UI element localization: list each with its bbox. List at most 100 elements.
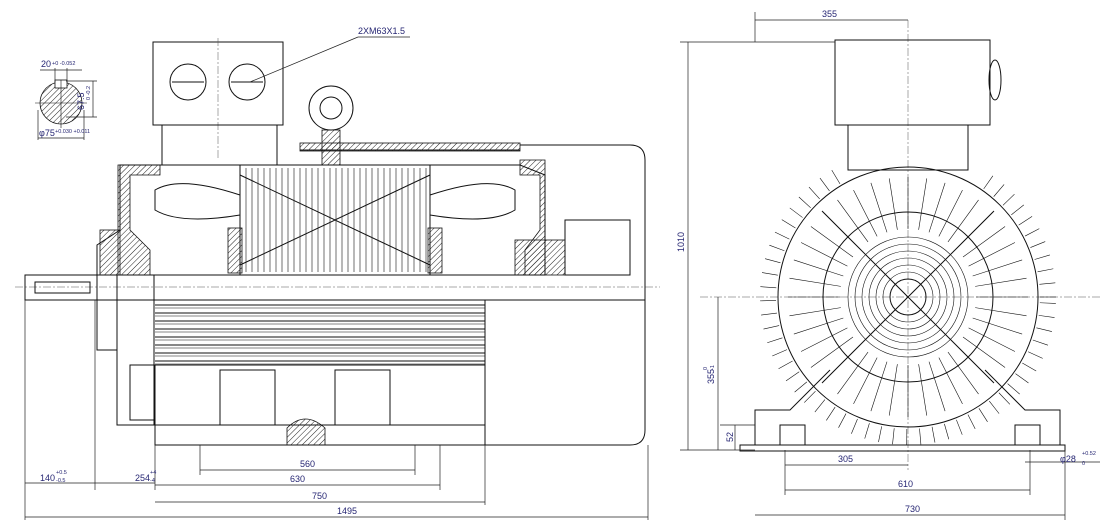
drawing-line (944, 423, 950, 440)
end-view: 355 1010 355 0 -1 52 305 610 730 φ28 +0.… (676, 9, 1100, 520)
dim-140-upper-tol: +0.5 (56, 470, 67, 476)
drawing-line (918, 364, 928, 416)
drawing-line (888, 364, 898, 416)
dim-355-height-lower-tol: -1 (710, 365, 716, 370)
drawing-line (1002, 193, 1015, 206)
grille-ring (847, 236, 969, 358)
drawing-line (789, 307, 841, 317)
dim-610: 610 (898, 479, 913, 489)
dim-355-height: 355 (706, 369, 716, 384)
drawing-line (763, 325, 780, 330)
side-view: 2XM63X1.5 (15, 26, 660, 520)
drawing-line (831, 169, 841, 185)
drawing-line (938, 189, 963, 237)
drawing-line (761, 272, 778, 276)
shaft-section: 20 +0 -0.052 67.5 0 -0.2 φ75 +0.030 +0.0… (35, 59, 97, 140)
drawing-line (1039, 302, 1056, 304)
drawing-line (760, 286, 777, 289)
drawing-line (968, 242, 1016, 267)
drawing-line (1032, 339, 1049, 346)
drawing-line (968, 327, 1016, 352)
hole-upper-tol: +0.52 (1082, 451, 1096, 457)
drawing-line (1011, 204, 1025, 216)
drawing-line (956, 419, 963, 435)
drawing-line (1022, 362, 1037, 372)
drawing-line (764, 258, 781, 264)
drawing-line (978, 408, 988, 422)
shaft-diameter-tol: +0.030 +0.011 (55, 129, 90, 135)
dim-254-upper-tol: +4 (150, 470, 156, 476)
dim-1495: 1495 (337, 506, 357, 516)
drawing-line (1018, 216, 1033, 226)
drawing-line (774, 231, 790, 240)
key-height: 67.5 (76, 92, 86, 110)
dim-750: 750 (312, 491, 327, 501)
dim-254: 254 (135, 473, 150, 483)
drawing-line (1030, 241, 1046, 248)
drawing-line (972, 317, 1023, 335)
drawing-line (962, 226, 1006, 258)
drawing-line (793, 317, 844, 335)
drawing-line (804, 390, 816, 403)
drawing-line (772, 349, 788, 357)
grille-ring (854, 243, 962, 351)
drawing-line (838, 413, 847, 428)
dim-355-height-upper-tol: 0 (703, 367, 709, 370)
drawing-line (938, 357, 963, 405)
drawing-line (870, 361, 888, 412)
drawing-line (826, 406, 836, 421)
drawing-line (888, 178, 898, 230)
drawing-line (794, 381, 808, 393)
drawing-line (947, 351, 979, 395)
drawing-line (800, 327, 848, 352)
drawing-line (1038, 315, 1055, 318)
drawing-line (853, 189, 878, 237)
dim-52: 52 (725, 432, 735, 442)
drawing-line (989, 400, 1000, 414)
dim-730: 730 (905, 504, 920, 514)
drawing-line (837, 351, 869, 395)
dim-305: 305 (838, 454, 853, 464)
drawing-line (998, 392, 1011, 405)
grille-ring (875, 264, 941, 330)
shaft-diameter: φ75 (39, 128, 55, 138)
hole-lower-tol: 0 (1082, 461, 1085, 467)
drawing-line (793, 259, 844, 277)
drawing-line (789, 207, 803, 218)
dim-630: 630 (290, 474, 305, 484)
drawing-line (798, 196, 811, 209)
drawing-line (947, 199, 979, 243)
drawing-line (1015, 373, 1029, 384)
drawing-line (778, 360, 793, 370)
drawing-line (931, 426, 936, 443)
dim-254-lower-tol: -4 (150, 478, 155, 484)
drawing-line (761, 312, 778, 316)
drawing-line (819, 177, 830, 192)
drawing-line (928, 361, 946, 412)
hole-diameter: φ28 (1060, 454, 1076, 464)
drawing-line (1037, 268, 1054, 273)
drawing-line (810, 336, 854, 368)
drawing-line (814, 399, 826, 413)
drawing-line (892, 428, 895, 445)
drawing-line (800, 242, 848, 267)
drawing-line (975, 307, 1027, 317)
drawing-line (1007, 383, 1020, 395)
grille-ring (882, 271, 934, 323)
key-height-tol: 0 -0.2 (86, 86, 92, 100)
drawing-line (1024, 228, 1040, 237)
grille-ring (868, 257, 948, 337)
dim-140: 140 (40, 473, 55, 483)
drawing-line (983, 175, 994, 190)
drawing-line (918, 178, 928, 230)
drawing-line (878, 426, 882, 443)
drawing-line (870, 182, 888, 233)
key-width: 20 (41, 59, 51, 69)
drawing-line (975, 277, 1027, 287)
drawing-line (1036, 327, 1052, 332)
drawing-line (967, 414, 976, 430)
dim-1010: 1010 (676, 232, 686, 252)
drawing-line (919, 428, 922, 445)
drawing-line (767, 337, 783, 344)
